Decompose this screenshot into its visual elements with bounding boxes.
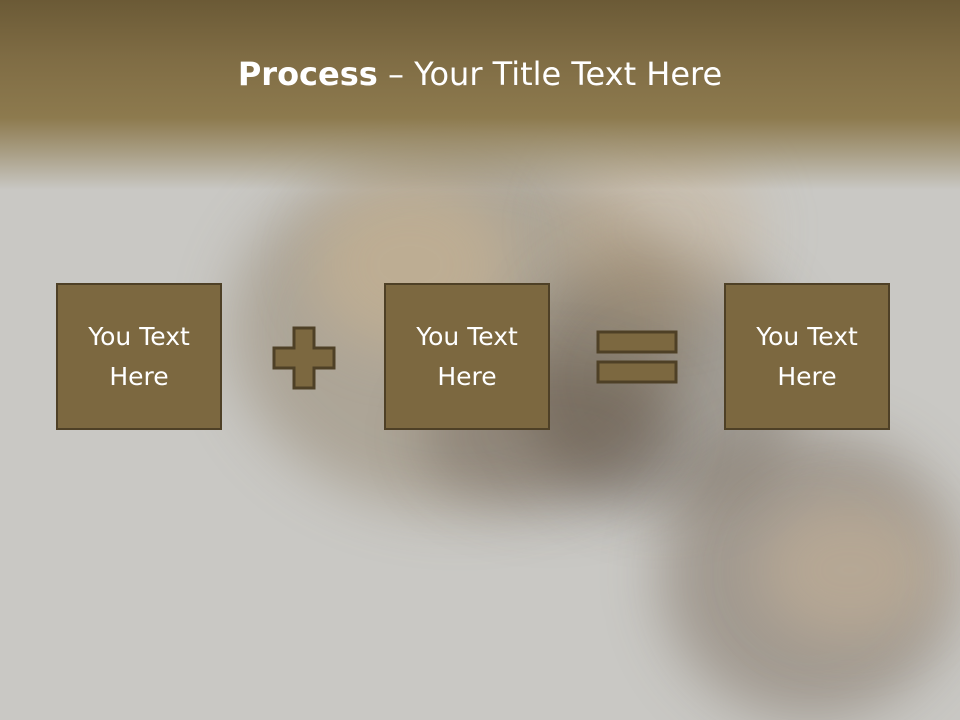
process-box-3-text: You Text Here [756, 321, 858, 391]
slide-title: Process – Your Title Text Here [0, 52, 960, 96]
plus-icon [272, 326, 336, 390]
header-band [0, 0, 960, 190]
process-box-2: You Text Here [384, 283, 550, 430]
title-rest: – Your Title Text Here [377, 55, 723, 93]
process-box-3: You Text Here [724, 283, 890, 430]
equals-icon [596, 330, 678, 384]
process-box-1: You Text Here [56, 283, 222, 430]
process-box-2-text: You Text Here [416, 321, 518, 391]
process-box-1-text: You Text Here [88, 321, 190, 391]
title-bold: Process [237, 55, 378, 93]
